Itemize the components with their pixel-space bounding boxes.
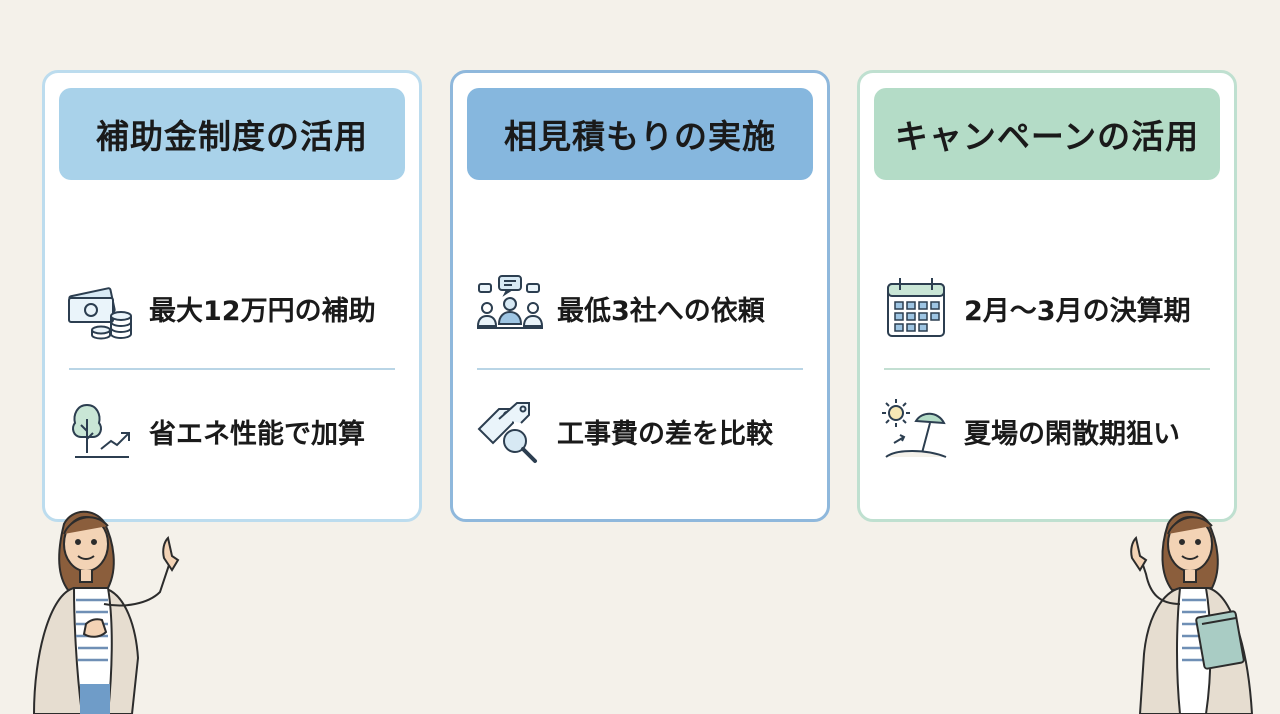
card-title: 補助金制度の活用 bbox=[59, 88, 405, 180]
price-tag-search-icon bbox=[473, 395, 545, 467]
list-item: 工事費の差を比較 bbox=[473, 391, 813, 471]
item-text: 工事費の差を比較 bbox=[557, 418, 773, 450]
woman-pointing-illustration-left bbox=[24, 484, 194, 714]
divider bbox=[884, 368, 1210, 370]
item-text: 2月〜3月の決算期 bbox=[964, 295, 1191, 327]
list-item: 最大12万円の補助 bbox=[65, 268, 405, 348]
item-text: 最低3社への依頼 bbox=[557, 295, 765, 327]
item-text: 省エネ性能で加算 bbox=[149, 418, 365, 450]
divider bbox=[477, 368, 803, 370]
list-item: 省エネ性能で加算 bbox=[65, 391, 405, 471]
divider bbox=[69, 368, 395, 370]
item-text: 夏場の閑散期狙い bbox=[964, 418, 1180, 450]
woman-holding-book-illustration-right bbox=[1090, 484, 1270, 714]
calendar-icon bbox=[880, 272, 952, 344]
tree-growth-icon bbox=[65, 395, 137, 467]
list-item: 最低3社への依頼 bbox=[473, 268, 813, 348]
item-text: 最大12万円の補助 bbox=[149, 295, 376, 327]
money-coins-icon bbox=[65, 272, 137, 344]
beach-umbrella-icon bbox=[880, 395, 952, 467]
card-estimate: 相見積もりの実施 最低3社への依頼 bbox=[450, 70, 830, 522]
group-meeting-icon bbox=[473, 272, 545, 344]
card-campaign: キャンペーンの活用 2月〜3月の決算期 bbox=[857, 70, 1237, 522]
list-item: 2月〜3月の決算期 bbox=[880, 268, 1220, 348]
list-item: 夏場の閑散期狙い bbox=[880, 391, 1220, 471]
card-subsidy: 補助金制度の活用 最大12万円の補助 bbox=[42, 70, 422, 522]
card-title: 相見積もりの実施 bbox=[467, 88, 813, 180]
card-title: キャンペーンの活用 bbox=[874, 88, 1220, 180]
